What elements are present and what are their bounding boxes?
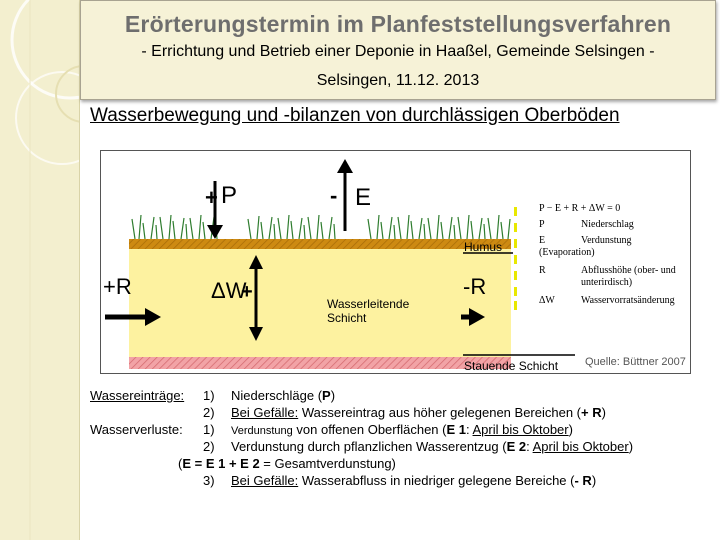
page-title: Erörterungstermin im Planfeststellungsve… [124, 11, 672, 37]
num-3: 3) [203, 473, 215, 488]
page-subtitle: - Errichtung und Betrieb einer Deponie i… [141, 43, 655, 60]
num-1: 1) [203, 388, 215, 403]
section-heading: Wasserbewegung und -bilanzen von durchlä… [90, 105, 620, 126]
eintrag-1: Niederschläge (P) [231, 388, 336, 403]
label-humus: Humus [464, 240, 503, 254]
eintrag-2: Bei Gefälle: Wassereintrag aus höher gel… [231, 405, 606, 420]
label-wasserverluste: Wasserverluste: [90, 422, 183, 437]
legend-equation: P − E + R + ΔW = 0 [539, 203, 621, 214]
label-source: Quelle: Büttner 2007 [585, 356, 686, 368]
label-stauend: Stauende Schicht [464, 359, 559, 373]
verlust-1: Verdunstung von offenen Oberflächen (E 1… [231, 422, 573, 437]
humus-layer [129, 239, 511, 249]
plus-sign-p: + [205, 185, 218, 210]
water-balance-diagram: P E ΔW +R -R + - + Humus Wasserleitende … [100, 150, 691, 374]
num-2: 2) [203, 405, 215, 420]
num-2-verlust: 2) [203, 439, 215, 454]
label-p: P [221, 182, 238, 209]
verlust-3: Bei Gefälle: Wasserabfluss in niedriger … [231, 473, 597, 488]
decorative-side-strip [0, 0, 80, 540]
label-r-left: +R [103, 274, 132, 299]
num-1-verlust: 1) [203, 422, 215, 437]
plus-sign-w: + [241, 281, 253, 303]
diagram-graphic [105, 159, 575, 369]
title-box: Erörterungstermin im Planfeststellungsve… [80, 0, 716, 100]
stauend-layer [129, 357, 511, 369]
label-e: E [355, 184, 372, 211]
label-wasserleitend: Wasserleitende Schicht [327, 297, 410, 325]
label-r-right: -R [463, 274, 487, 299]
gesamtverdunstung: (E = E 1 + E 2 = Gesamtverdunstung) [178, 456, 396, 471]
verlust-2: Verdunstung durch pflanzlichen Wasserent… [231, 439, 634, 454]
legend-markers [514, 207, 517, 310]
minus-sign-e: - [330, 183, 338, 208]
wasserleitend-layer [129, 249, 511, 357]
decorative-circles [10, 0, 79, 540]
label-delta-w: ΔW [211, 278, 247, 303]
place-date: Selsingen, 11.12. 2013 [316, 72, 480, 89]
label-wassereintraege: Wassereinträge: [90, 388, 185, 403]
grass-icon [131, 214, 511, 240]
